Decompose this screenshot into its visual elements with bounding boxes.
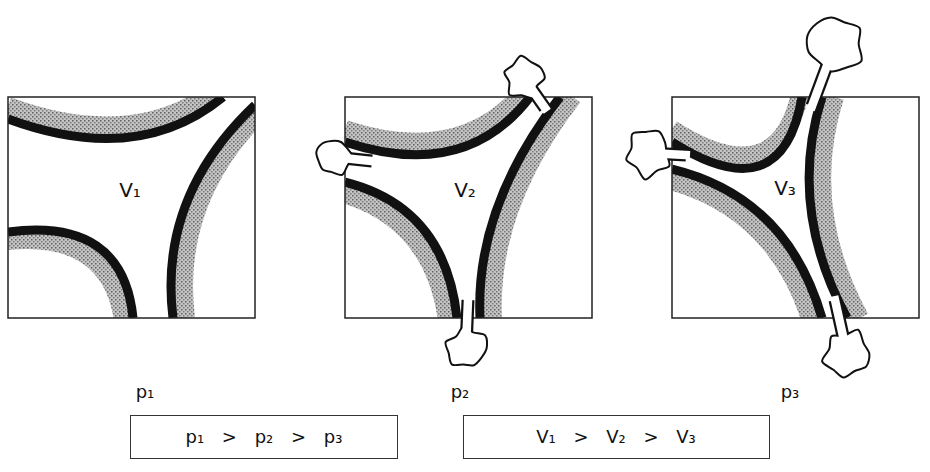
grain-surface — [8, 97, 223, 139]
throat-fill — [466, 296, 468, 348]
throat-fill — [334, 157, 376, 161]
pore-volume-label: V₁ — [119, 178, 141, 202]
throat-fill — [834, 296, 847, 354]
relation-text: V₁ > V₂ > V₃ — [536, 426, 696, 448]
pressure-label: p₃ — [781, 381, 800, 403]
relation-box: p₁ > p₂ > p₃ — [130, 415, 398, 459]
label-anchor: p₃ — [781, 381, 800, 403]
square-outline — [8, 97, 255, 318]
relation-box: V₁ > V₂ > V₃ — [463, 415, 770, 459]
pore-square — [336, 84, 592, 328]
grain-group — [8, 97, 255, 318]
grain-surface — [672, 97, 802, 168]
pore-square — [663, 84, 919, 328]
pore-square — [0, 84, 268, 328]
square-outline — [672, 97, 919, 318]
grain-surface — [345, 182, 457, 318]
throat-fill — [524, 78, 547, 111]
label-anchor: V₁ — [119, 178, 141, 202]
label-anchor: V₂ — [454, 178, 476, 202]
pore-square: V₃p₃ — [672, 97, 919, 318]
square-outline — [345, 97, 592, 318]
grain-group — [345, 97, 573, 318]
label-anchor: V₃ — [774, 176, 796, 200]
pore-volume-label: V₃ — [774, 176, 796, 200]
throat-fill — [649, 153, 690, 155]
grain-coating — [345, 192, 448, 318]
grain-surface — [480, 97, 560, 318]
grain-surface — [171, 105, 255, 318]
pore-square: V₁p₁ — [8, 97, 255, 318]
label-anchor: p₁ — [136, 381, 155, 403]
pressure-label: p₂ — [451, 381, 470, 403]
relation-text: p₁ > p₂ > p₃ — [186, 426, 343, 448]
grain-surface — [8, 230, 133, 318]
grain-surface — [672, 169, 822, 318]
grain-coating — [184, 105, 255, 318]
pore-volume-label: V₂ — [454, 178, 476, 202]
grain-coating — [345, 97, 530, 142]
label-anchor: p₂ — [451, 381, 470, 403]
grain-group — [672, 97, 860, 318]
throat-fill — [811, 44, 835, 110]
fluid-blobs — [316, 17, 869, 377]
grain-surface — [345, 97, 530, 155]
pressure-label: p₁ — [136, 381, 155, 403]
pore-square: V₂p₂ — [345, 97, 592, 318]
